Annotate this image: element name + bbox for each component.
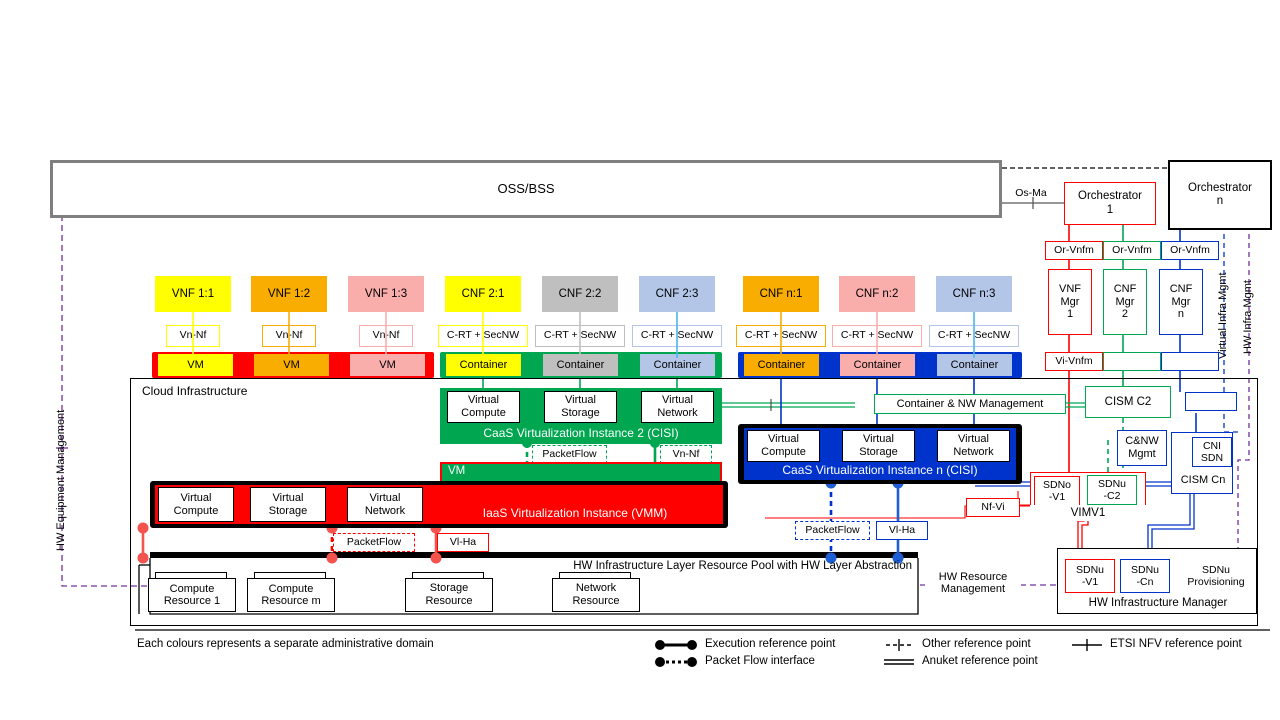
compute-resource-m-box[interactable]: Compute Resource m bbox=[247, 578, 335, 612]
cism-c2-box[interactable]: CISM C2 bbox=[1085, 386, 1171, 418]
reference-box-vnf-1-2[interactable]: Vn-Nf bbox=[262, 325, 316, 347]
hw-infrastructure-manager-label: HW Infrastructure Manager bbox=[1088, 596, 1228, 609]
hw-infra-mgmt-label: HW Infra Mgmt bbox=[1241, 280, 1254, 354]
cloud-infrastructure-box bbox=[130, 378, 1258, 626]
nf-vi-ref[interactable]: Nf-Vi bbox=[966, 498, 1020, 517]
container-nw-management-box[interactable]: Container & NW Management bbox=[874, 394, 1066, 414]
caas-instance-2-label: CaaS Virtualization Instance 2 (CISI) bbox=[483, 425, 679, 440]
execution-box-vnf-1-2[interactable]: VM bbox=[254, 354, 329, 376]
cloud-infrastructure-label: Cloud Infrastructure bbox=[139, 384, 251, 398]
reference-box-cnf-2-1[interactable]: C-RT + SecNW bbox=[438, 325, 528, 347]
vimv1-box[interactable]: SDNo-V1 SDNu-C2 bbox=[1030, 472, 1146, 507]
vm-strip-label: VM bbox=[448, 465, 466, 477]
function-box-vnf-1-3[interactable]: VNF 1:3 bbox=[348, 276, 424, 312]
sdnu-c2-box[interactable]: SDNu-C2 bbox=[1087, 475, 1137, 505]
function-box-vnf-1-2[interactable]: VNF 1:2 bbox=[251, 276, 327, 312]
reference-box-cnf-2-3[interactable]: C-RT + SecNW bbox=[632, 325, 722, 347]
function-box-cnf-2-1[interactable]: CNF 2:1 bbox=[445, 276, 521, 312]
reference-box-vnf-1-1[interactable]: Vn-Nf bbox=[166, 325, 220, 347]
sdnu-cn-box[interactable]: SDNu-Cn bbox=[1120, 559, 1170, 593]
vi-vnfm-ref-green[interactable] bbox=[1103, 352, 1161, 371]
execution-box-cnf-n-2[interactable]: Container bbox=[840, 354, 915, 376]
hw-resource-management-label: HW Resource Management bbox=[925, 565, 1021, 601]
function-box-cnf-2-2[interactable]: CNF 2:2 bbox=[542, 276, 618, 312]
packetflow-ref-iaas[interactable]: PacketFlow bbox=[333, 533, 415, 552]
execution-box-cnf-2-3[interactable]: Container bbox=[640, 354, 715, 376]
oss-bss-box[interactable]: OSS/BSS bbox=[50, 160, 1002, 218]
caas-instance-n-label: CaaS Virtualization Instance n (CISI) bbox=[782, 463, 978, 478]
function-box-cnf-n-1[interactable]: CNF n:1 bbox=[743, 276, 819, 312]
cism-cn-label: CISM Cn bbox=[1180, 473, 1226, 486]
legend-other-reference-point: Other reference point bbox=[922, 638, 1031, 650]
or-vnfm-ref-2[interactable]: Or-Vnfm bbox=[1103, 241, 1161, 260]
iaas-instance-box[interactable] bbox=[155, 485, 723, 524]
oss-bss-label: OSS/BSS bbox=[497, 180, 555, 196]
execution-box-cnf-2-2[interactable]: Container bbox=[543, 354, 618, 376]
execution-box-cnf-n-3[interactable]: Container bbox=[937, 354, 1012, 376]
vi-vnfm-ref[interactable]: Vi-Vnfm bbox=[1045, 352, 1103, 371]
execution-box-vnf-1-1[interactable]: VM bbox=[158, 354, 233, 376]
hw-pool-label: HW Infrastructure Layer Resource Pool wi… bbox=[573, 560, 912, 572]
reference-box-cnf-n-3[interactable]: C-RT + SecNW bbox=[929, 325, 1019, 347]
vl-ha-ref-caasn[interactable]: Vl-Ha bbox=[876, 521, 928, 540]
reference-box-cnf-n-1[interactable]: C-RT + SecNW bbox=[736, 325, 826, 347]
function-box-vnf-1-1[interactable]: VNF 1:1 bbox=[155, 276, 231, 312]
vi-vnfm-ref-blue-2[interactable] bbox=[1185, 392, 1237, 411]
hw-equipment-management-label: HW Equipment Management bbox=[54, 409, 67, 551]
packetflow-ref-caasn[interactable]: PacketFlow bbox=[795, 521, 870, 540]
execution-box-vnf-1-3[interactable]: VM bbox=[350, 354, 425, 376]
reference-box-cnf-2-2[interactable]: C-RT + SecNW bbox=[535, 325, 625, 347]
sdno-v1-box[interactable]: SDNo-V1 bbox=[1034, 476, 1080, 506]
function-box-cnf-n-3[interactable]: CNF n:3 bbox=[936, 276, 1012, 312]
vimv1-label: VIMV1 bbox=[1030, 505, 1146, 521]
footnote-label: Each colours represents a separate admin… bbox=[137, 638, 434, 650]
execution-box-cnf-n-1[interactable]: Container bbox=[744, 354, 819, 376]
reference-box-cnf-n-2[interactable]: C-RT + SecNW bbox=[832, 325, 922, 347]
execution-box-cnf-2-1[interactable]: Container bbox=[446, 354, 521, 376]
or-vnfm-ref-1[interactable]: Or-Vnfm bbox=[1045, 241, 1103, 260]
compute-resource-1-box[interactable]: Compute Resource 1 bbox=[148, 578, 236, 612]
sdnu-v1-box[interactable]: SDNu-V1 bbox=[1065, 559, 1115, 593]
vl-ha-ref-iaas[interactable]: Vl-Ha bbox=[437, 533, 489, 552]
iaas-instance-label: IaaS Virtualization Instance (VMM) bbox=[482, 506, 668, 521]
reference-box-vnf-1-3[interactable]: Vn-Nf bbox=[359, 325, 413, 347]
or-vnfm-ref-n[interactable]: Or-Vnfm bbox=[1161, 241, 1219, 260]
legend-execution-reference-point: Execution reference point bbox=[705, 638, 836, 650]
vi-vnfm-ref-blue[interactable] bbox=[1161, 352, 1219, 371]
function-box-cnf-2-3[interactable]: CNF 2:3 bbox=[639, 276, 715, 312]
legend-anuket-reference-point: Anuket reference point bbox=[922, 655, 1038, 667]
legend-packet-flow-interface: Packet Flow interface bbox=[705, 655, 815, 667]
function-box-cnf-n-2[interactable]: CNF n:2 bbox=[839, 276, 915, 312]
legend-etsi-nfv-reference-point: ETSI NFV reference point bbox=[1110, 638, 1242, 650]
os-ma-label: Os-Ma bbox=[1015, 187, 1047, 200]
